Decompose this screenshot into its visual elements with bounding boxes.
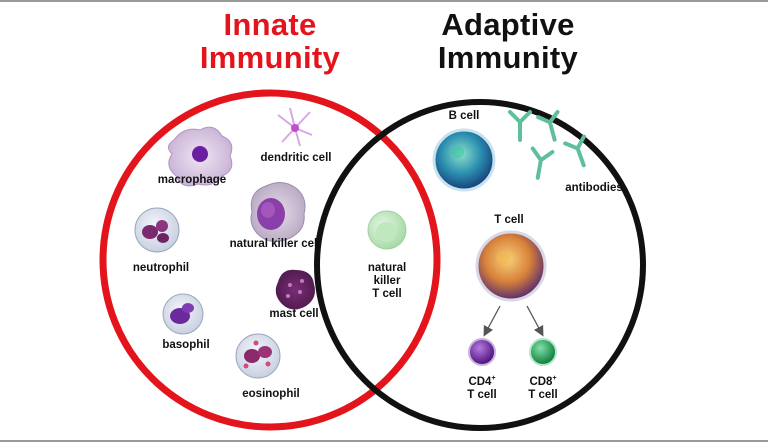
nkt-label-line1: natural: [367, 262, 407, 274]
cd4-label-main: CD4: [468, 375, 492, 388]
nkt-cell: [367, 210, 407, 250]
innate-circle: [99, 89, 441, 431]
dendritic-cell: [277, 107, 313, 147]
innate-title-line1: Innate: [223, 7, 317, 42]
arrow-to-cd4: [483, 305, 501, 337]
label-dendritic-cell: dendritic cell: [260, 152, 332, 164]
cd4-label-sub: T cell: [467, 388, 497, 401]
basophil-cell: [162, 293, 204, 335]
cd8-label-sup: +: [552, 375, 557, 382]
adaptive-circle: [314, 99, 646, 431]
label-natural-killer-cell: natural killer cell: [229, 238, 321, 250]
label-neutrophil: neutrophil: [132, 262, 190, 274]
cd4-t-cell: [468, 338, 496, 366]
arrow-to-cd8: [526, 305, 544, 337]
adaptive-immunity-title: Adaptive Immunity: [398, 8, 618, 74]
label-macrophage: macrophage: [157, 174, 227, 186]
innate-title-line2: Immunity: [199, 40, 341, 75]
b-cell: [432, 128, 496, 192]
label-natural-killer-t-cell: natural killer T cell: [368, 262, 406, 301]
innate-immunity-title: Innate Immunity: [170, 8, 370, 74]
cd8-t-cell: [529, 338, 557, 366]
label-eosinophil: eosinophil: [242, 388, 300, 400]
cd8-label-main: CD8: [529, 375, 553, 388]
label-basophil: basophil: [162, 339, 210, 351]
t-cell: [475, 230, 547, 302]
antibody-icons: [508, 109, 586, 180]
adaptive-title-line1: Adaptive: [441, 7, 575, 42]
eosinophil-cell: [235, 333, 281, 379]
natural-killer-cell: [250, 182, 306, 242]
label-cd4-t-cell: CD4+ T cell: [467, 372, 496, 402]
label-antibodies: antibodies: [565, 182, 623, 194]
label-t-cell: T cell: [494, 214, 524, 226]
neutrophil-cell: [134, 207, 180, 253]
label-b-cell: B cell: [448, 110, 480, 122]
nkt-label-line2: killer: [373, 275, 401, 287]
label-cd8-t-cell: CD8+ T cell: [528, 372, 557, 402]
adaptive-title-line2: Immunity: [437, 40, 579, 75]
nkt-label-line3: T cell: [372, 288, 402, 300]
macrophage-cell: [168, 126, 233, 187]
mast-cell: [275, 269, 315, 310]
cd4-label-sup: +: [491, 375, 496, 382]
cd8-label-sub: T cell: [528, 388, 558, 401]
label-mast-cell: mast cell: [269, 308, 319, 320]
